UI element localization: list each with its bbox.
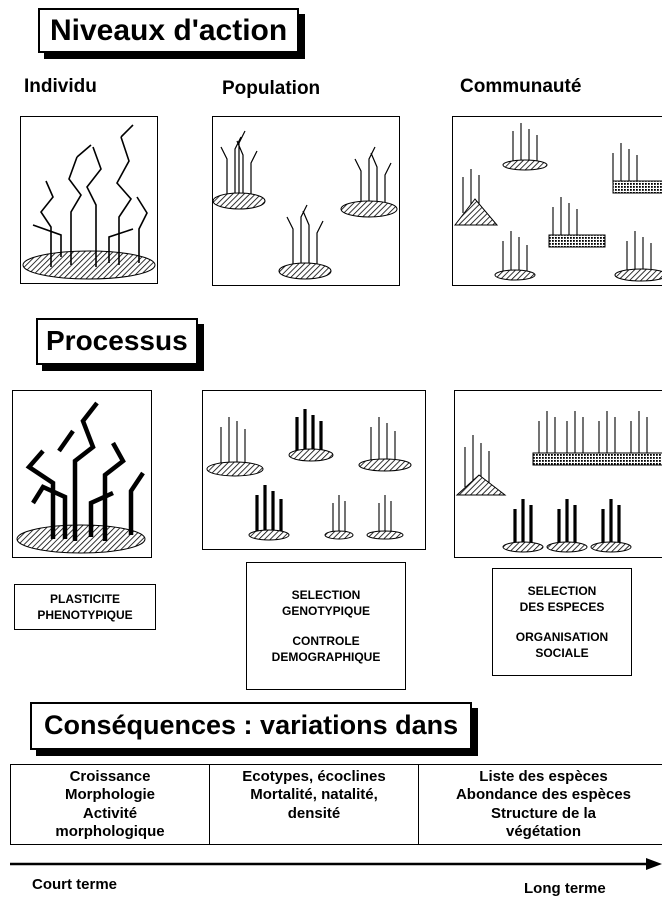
process-box-genotypique: SELECTION GENOTYPIQUE CONTROLE DEMOGRAPH… xyxy=(246,562,406,690)
col-label-communaute: Communauté xyxy=(460,76,582,97)
individual-plant-illustration xyxy=(22,124,156,280)
process-line: SELECTION xyxy=(291,587,361,602)
consequences-table: Croissance Morphologie Activité morpholo… xyxy=(10,763,662,846)
consequence-individu: Croissance Morphologie Activité morpholo… xyxy=(10,763,210,846)
process-line: SOCIALE xyxy=(535,646,589,661)
consequences-title: Conséquences : variations dans xyxy=(30,702,473,750)
timeline-start-label: Court terme xyxy=(32,876,118,893)
process-line: PHENOTYPIQUE xyxy=(37,608,133,622)
plastic-plant-illustration xyxy=(16,401,146,554)
processus-title: Processus xyxy=(36,318,198,365)
panel-population xyxy=(212,116,400,286)
process-line: SELECTION xyxy=(527,583,597,598)
panel-individu xyxy=(20,116,158,284)
process-line: DEMOGRAPHIQUE xyxy=(271,650,381,665)
panel-selection-especes xyxy=(454,390,662,558)
process-line: CONTROLE xyxy=(292,634,360,648)
process-line: DES ESPECES xyxy=(519,599,605,614)
panel-selection-genotypique xyxy=(202,390,426,550)
species-selection-illustration xyxy=(455,411,662,553)
col-label-population: Population xyxy=(222,78,321,99)
genotypic-selection-illustration xyxy=(206,409,412,541)
consequences-row: Croissance Morphologie Activité morpholo… xyxy=(10,763,662,846)
process-line: GENOTYPIQUE xyxy=(281,603,370,618)
community-illustration xyxy=(453,123,662,282)
timeline-end-label: Long terme xyxy=(524,880,606,897)
process-line: PLASTICITE xyxy=(49,591,120,606)
panel-plasticite xyxy=(12,390,152,558)
population-illustration xyxy=(213,130,398,280)
niveaux-title: Niveaux d'action xyxy=(38,8,300,53)
process-box-plasticite: PLASTICITE PHENOTYPIQUE xyxy=(14,584,156,630)
panel-communaute xyxy=(452,116,662,286)
process-line: ORGANISATION xyxy=(515,630,609,644)
col-label-individu: Individu xyxy=(24,76,97,97)
consequence-population: Ecotypes, écoclines Mortalité, natalité,… xyxy=(209,763,419,846)
process-box-especes: SELECTION DES ESPECES ORGANISATION SOCIA… xyxy=(492,568,632,676)
consequence-communaute: Liste des espèces Abondance des espèces … xyxy=(418,763,662,846)
timeline-arrow xyxy=(10,858,662,870)
